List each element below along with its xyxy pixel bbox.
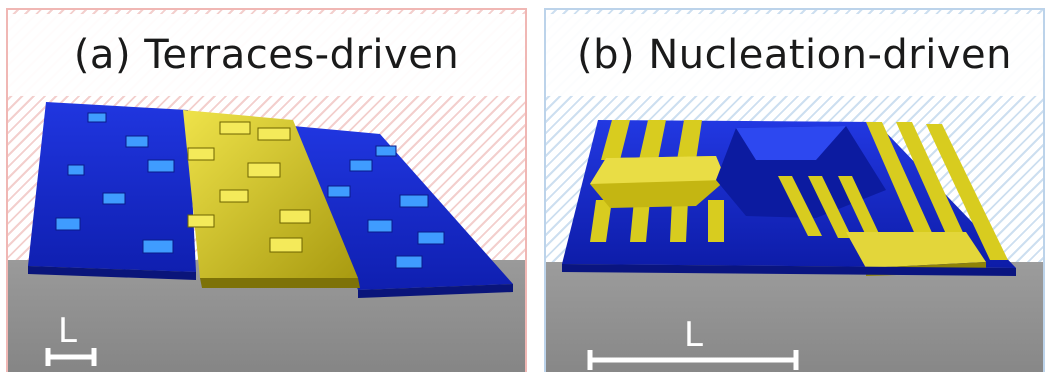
terraces-illustration: L: [8, 102, 525, 372]
panel-title-a: (a) Terraces-driven: [73, 32, 460, 78]
scale-label-b: L: [684, 315, 703, 355]
panel-title-b: (b) Nucleation-driven: [577, 32, 1012, 78]
yellow-ledge: [846, 232, 986, 268]
blue-islands-right: [327, 145, 445, 269]
yellow-stripes-left: [590, 120, 724, 242]
title-box-b: (b) Nucleation-driven: [546, 14, 1043, 96]
panel-terraces-driven: L (a) Terraces-driven: [6, 8, 527, 372]
title-box-a: (a) Terraces-driven: [8, 14, 525, 96]
blue-terrace-right: [293, 126, 513, 290]
scale-label-a: L: [58, 311, 77, 351]
scale-bar-a: [45, 348, 97, 366]
panel-nucleation-driven: L (b) Nucleation-driven: [544, 8, 1045, 372]
scale-bar-b: [587, 350, 799, 370]
nucleation-illustration: L: [546, 120, 1043, 372]
yellow-terrace: [183, 110, 358, 278]
yellow-stripes-right: [778, 122, 1008, 260]
blue-islands-left: [55, 112, 175, 254]
yellow-islands: [187, 121, 311, 253]
